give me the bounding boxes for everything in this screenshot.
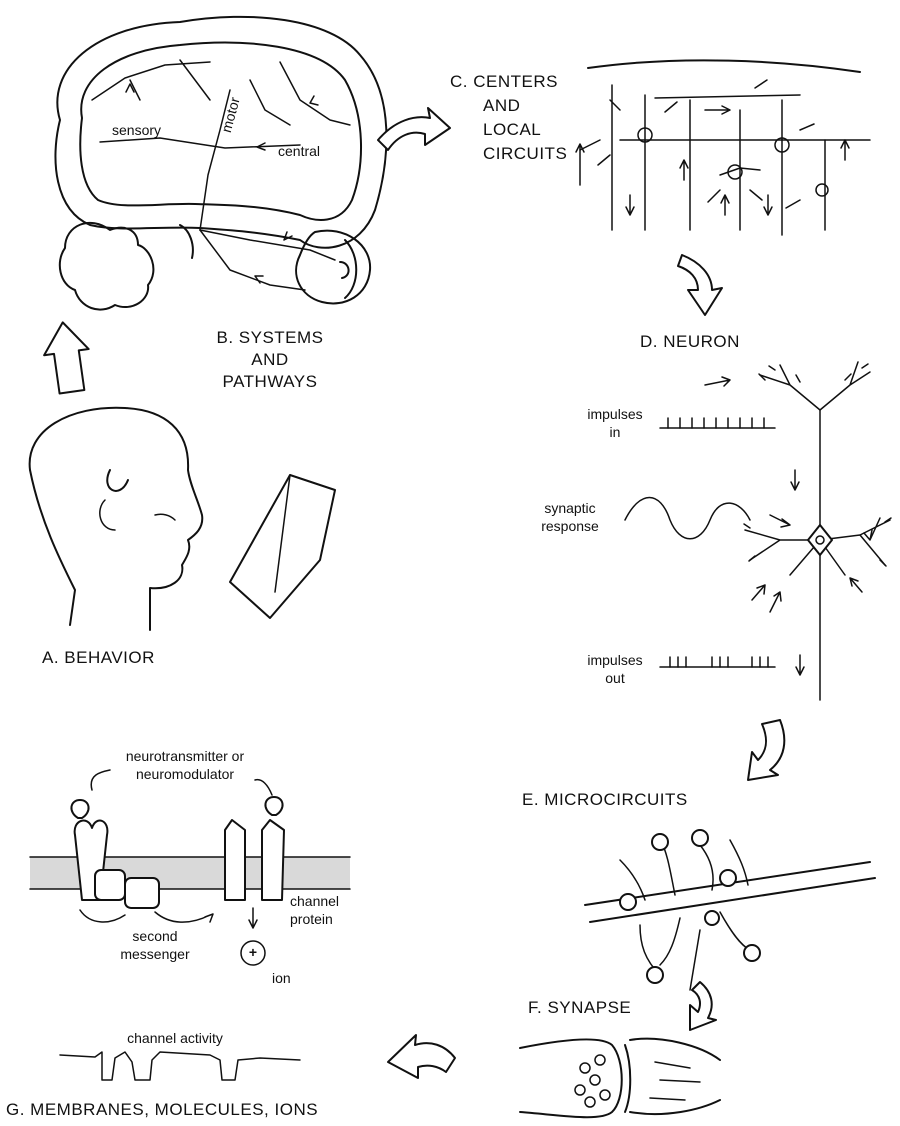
- label-c-centers: C. CENTERS: [450, 72, 558, 92]
- label-e-microcircuits: E. MICROCIRCUITS: [522, 790, 688, 810]
- label-neurotransmitter-2: neuromodulator: [75, 766, 295, 782]
- ion-symbol: +: [243, 944, 263, 960]
- label-c-circuits: CIRCUITS: [483, 144, 567, 164]
- label-impulses-in-1: impulses: [570, 406, 660, 422]
- label-ion: ion: [272, 970, 291, 986]
- label-c-local: LOCAL: [483, 120, 541, 140]
- label-channel-activity: channel activity: [90, 1030, 260, 1046]
- brain-drawing: [55, 17, 386, 310]
- label-f-synapse: F. SYNAPSE: [528, 998, 631, 1018]
- label-impulses-out-2: out: [570, 670, 660, 686]
- brain-label-central: central: [278, 143, 320, 159]
- behavior-drawing: [30, 408, 335, 630]
- brain-label-sensory: sensory: [112, 122, 161, 138]
- label-impulses-out-1: impulses: [570, 652, 660, 668]
- synapse-drawing: [520, 1039, 720, 1117]
- label-g-membranes: G. MEMBRANES, MOLECULES, IONS: [6, 1100, 318, 1120]
- microcircuits-drawing: [585, 830, 875, 990]
- label-d-neuron: D. NEURON: [640, 332, 740, 352]
- label-b-pathways: PATHWAYS: [175, 372, 365, 392]
- label-second-1: second: [100, 928, 210, 944]
- label-channel-1: channel: [290, 893, 339, 909]
- label-b-and: AND: [175, 350, 365, 370]
- local-circuits-drawing: [576, 60, 870, 235]
- label-c-and: AND: [483, 96, 520, 116]
- label-b-systems: B. SYSTEMS: [175, 328, 365, 348]
- label-synaptic-1: synaptic: [520, 500, 620, 516]
- label-neurotransmitter-1: neurotransmitter or: [75, 748, 295, 764]
- label-channel-2: protein: [290, 911, 333, 927]
- label-synaptic-2: response: [520, 518, 620, 534]
- label-second-2: messenger: [100, 946, 210, 962]
- neuron-drawing: [625, 362, 891, 700]
- label-a-behavior: A. BEHAVIOR: [42, 648, 155, 668]
- label-impulses-in-2: in: [570, 424, 660, 440]
